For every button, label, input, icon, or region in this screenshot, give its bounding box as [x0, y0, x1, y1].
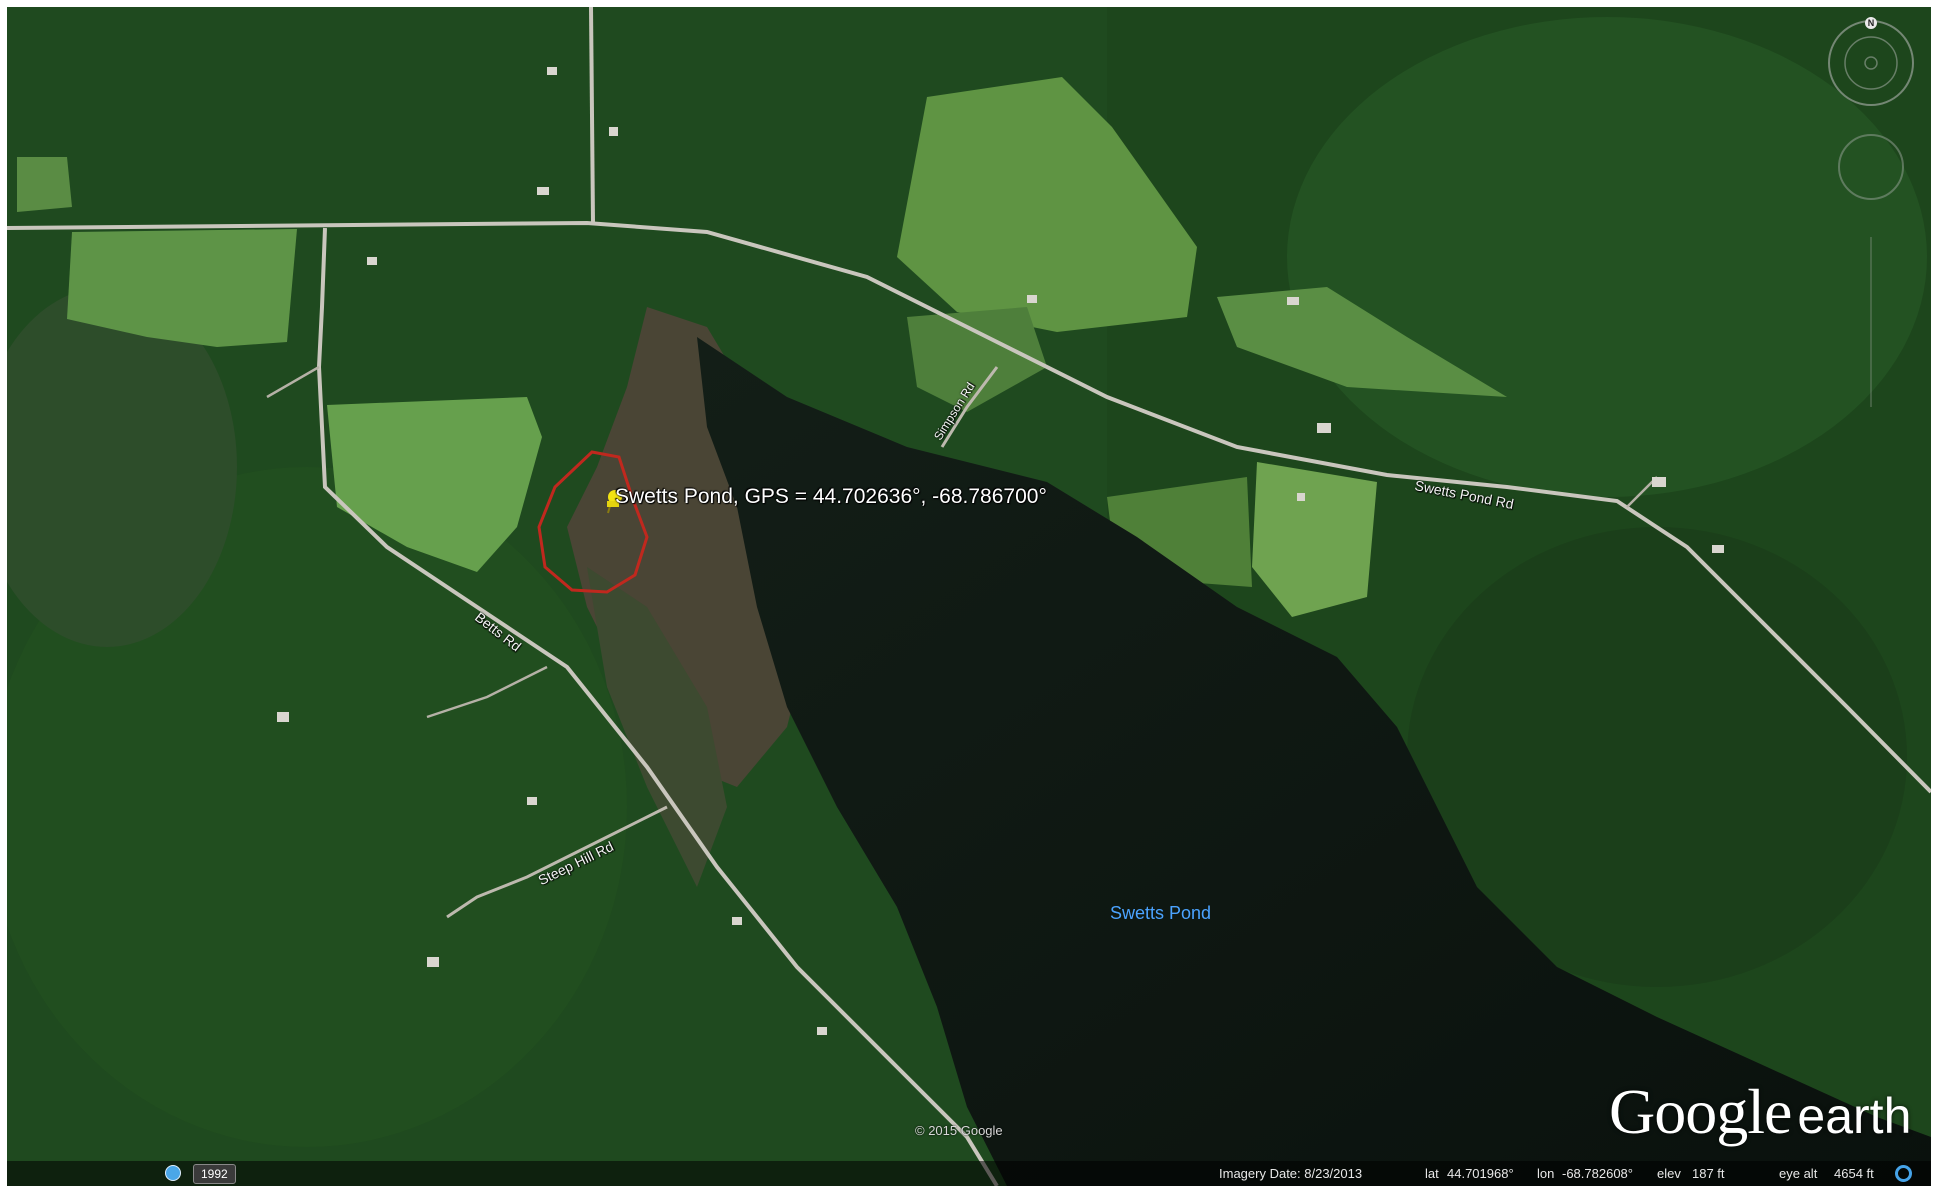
- field-top-center: [897, 77, 1197, 332]
- placemark-label[interactable]: Swetts Pond, GPS = 44.702636°, -68.78670…: [615, 485, 1047, 508]
- eye-alt-label: eye alt: [1779, 1166, 1818, 1181]
- water-label: Swetts Pond: [1110, 903, 1212, 923]
- historical-imagery-icon[interactable]: [165, 1165, 181, 1181]
- building: [547, 67, 557, 75]
- forest-texture: [1287, 17, 1927, 497]
- field-left-mid: [327, 397, 542, 572]
- pushpin-icon[interactable]: [607, 490, 622, 514]
- building: [1712, 545, 1724, 553]
- road-steep-hill-rd: [446, 805, 668, 919]
- elev-value: 187 ft: [1692, 1166, 1725, 1181]
- historical-imagery-year[interactable]: 1992: [193, 1164, 236, 1184]
- building: [1652, 477, 1666, 487]
- building: [427, 957, 439, 967]
- look-joystick-icon[interactable]: [1838, 134, 1904, 200]
- field-east: [1217, 287, 1507, 397]
- lat-value: 44.701968°: [1447, 1166, 1514, 1181]
- building: [367, 257, 377, 265]
- building: [732, 917, 742, 925]
- building: [1027, 295, 1037, 303]
- elev-label: elev: [1657, 1166, 1681, 1181]
- lon-label: lon: [1537, 1166, 1555, 1181]
- marsh-edge: [587, 567, 727, 887]
- map-viewport[interactable]: N Swetts Pond, GPS = 44.702636°, -68.786…: [7, 7, 1931, 1186]
- satellite-imagery[interactable]: [7, 7, 1931, 1186]
- compass-north-label: N: [1865, 17, 1877, 29]
- pond-water[interactable]: [697, 337, 1931, 1186]
- lat-label: lat: [1425, 1166, 1439, 1181]
- logo-earth: earth: [1797, 1088, 1912, 1144]
- buildings: [277, 67, 1724, 1035]
- building: [1317, 423, 1331, 433]
- field-small-top-left: [17, 157, 72, 212]
- forest-texture: [7, 467, 627, 1147]
- field-center: [907, 307, 1047, 412]
- imagery-date: Imagery Date: 8/23/2013: [1219, 1166, 1363, 1181]
- road-simpson-rd: [940, 366, 999, 448]
- building: [527, 797, 537, 805]
- road-spur: [426, 665, 548, 719]
- building: [1297, 493, 1305, 501]
- building: [817, 1027, 827, 1035]
- eye-alt-value: 4654 ft: [1834, 1166, 1874, 1181]
- field-top-left: [67, 229, 297, 347]
- streaming-indicator-icon: [1895, 1165, 1912, 1182]
- road-swetts-pond-rd: [7, 220, 1931, 794]
- forest-texture: [7, 287, 237, 647]
- site-boundary[interactable]: [537, 450, 649, 594]
- road-north-spur: [589, 7, 595, 224]
- road-spur: [266, 365, 320, 399]
- copyright-text: © 2015 Google: [915, 1123, 1003, 1138]
- building: [1287, 297, 1299, 305]
- status-bar: 1992 Imagery Date: 8/23/2013 lat 44.7019…: [7, 1161, 1931, 1186]
- building: [609, 127, 618, 136]
- lon-value: -68.782608°: [1562, 1166, 1633, 1181]
- building: [277, 712, 289, 722]
- building: [537, 187, 549, 195]
- field-right-mid: [1252, 462, 1377, 617]
- logo-google: Google: [1609, 1076, 1792, 1147]
